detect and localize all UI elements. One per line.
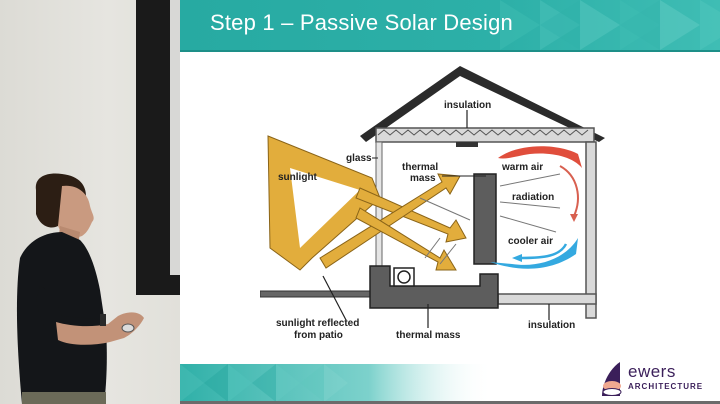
patio-slab (260, 290, 381, 298)
slide-title: Step 1 – Passive Solar Design (210, 10, 513, 35)
title-divider (180, 50, 720, 52)
label-radiation: radiation (512, 192, 554, 203)
passive-solar-diagram: insulation glass thermal mass warm air r… (260, 66, 605, 341)
logo-subtitle: ARCHITECTURE (628, 382, 704, 391)
right-wall (585, 141, 597, 319)
label-thermal-mass-bottom: thermal mass (396, 330, 461, 341)
label-sunlight: sunlight (278, 172, 318, 183)
label-insulation-top: insulation (444, 100, 491, 111)
label-thermal-mass-upper-1: thermal (402, 162, 438, 173)
warm-air-arrow (498, 146, 582, 168)
footer-divider (180, 401, 720, 404)
floor-insulation (497, 293, 597, 305)
ewers-architecture-logo: ewers ARCHITECTURE (598, 360, 720, 400)
label-sunlight-reflected-2: from patio (294, 330, 343, 341)
label-sunlight-reflected-1: sunlight reflected (276, 318, 359, 329)
footer-triangle-pattern (180, 364, 720, 402)
logo-mark-icon (602, 362, 622, 396)
logo-name: ewers (628, 362, 676, 381)
triangle-pattern-decoration (500, 0, 720, 50)
label-glass: glass (346, 153, 372, 164)
roof (360, 66, 605, 142)
label-warm-air: warm air (501, 162, 543, 173)
slide-title-bar: Step 1 – Passive Solar Design (180, 0, 720, 50)
presenter-figure (16, 173, 144, 404)
label-insulation-bottom: insulation (528, 320, 575, 331)
projection-screen-edge (170, 0, 180, 275)
label-cooler-air: cooler air (508, 236, 553, 247)
thermal-mass-wall (473, 173, 497, 265)
thermal-mass-floor (369, 265, 499, 309)
label-thermal-mass-upper-2: mass (410, 173, 436, 184)
cooler-air-arrow (490, 238, 578, 269)
presentation-slide: Step 1 – Passive Solar Design (180, 0, 720, 404)
